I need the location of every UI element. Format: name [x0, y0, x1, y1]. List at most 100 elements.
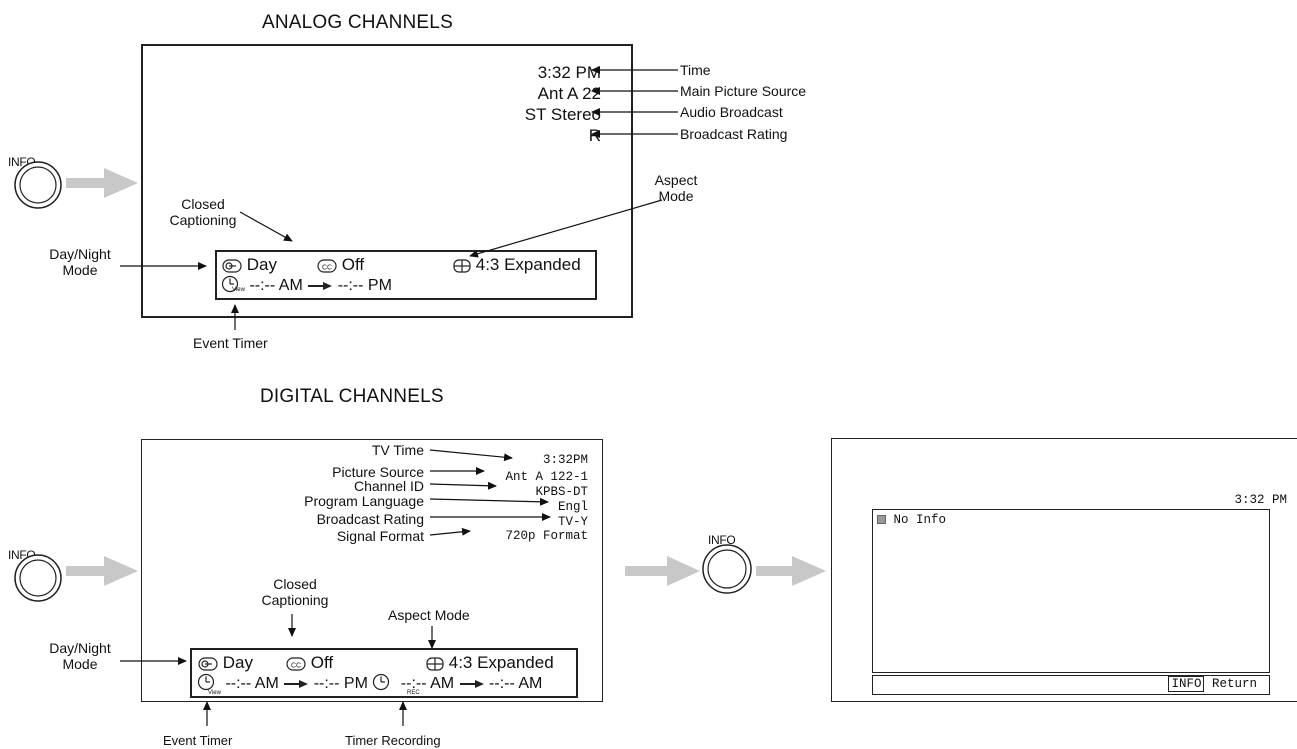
noinfo-footer-content: INFO Return	[1168, 676, 1257, 692]
callout-digital-cc-line1: Closed	[273, 576, 317, 592]
digital-info-button[interactable]	[13, 553, 63, 603]
callout-daynight-line2: Mode	[62, 262, 98, 278]
digital-rec-start: --:-- AM	[400, 675, 455, 693]
callout-cc-line1: Closed	[181, 196, 225, 212]
noinfo-info-label: INFO	[708, 533, 736, 547]
callout-digital-daynight-line2: Mode	[62, 656, 98, 672]
noinfo-message-row: No Info	[877, 513, 946, 527]
analog-screen: 3:32 PM Ant A 22 ST Stereo R Day CC Off …	[141, 44, 633, 318]
view-timer-icon	[197, 673, 215, 691]
callout-digital-cc: Closed Captioning	[240, 576, 350, 608]
noinfo-info-button[interactable]	[701, 543, 753, 595]
digital-cc-label: Off	[310, 653, 334, 672]
digital-rec-end: --:-- AM	[489, 675, 543, 693]
callout-event-timer: Event Timer	[193, 335, 268, 351]
svg-text:CC: CC	[322, 264, 332, 271]
callout-aspect-line2: Mode	[658, 188, 694, 204]
analog-status-bar: Day CC Off 4:3 Expanded View --:-- AM --…	[215, 250, 597, 300]
noinfo-footer-key[interactable]: INFO	[1168, 676, 1205, 692]
svg-text:CC: CC	[291, 662, 301, 669]
view-timer-icon	[221, 275, 239, 293]
callout-timer-recording: Timer Recording	[345, 733, 441, 748]
callout-daynight-line1: Day/Night	[49, 246, 111, 262]
callout-digital-cc-line2: Captioning	[261, 592, 329, 608]
analog-cc-item: CC Off	[317, 255, 364, 275]
digital-screen: 3:32PM Ant A 122-1 KPBS-DT Engl TV-Y 720…	[141, 439, 603, 702]
flow-arrow-to-info	[625, 556, 700, 586]
digital-timer-row: --:-- AM --:-- PM --:-- AM --:-- AM	[197, 673, 542, 695]
callout-time: Time	[680, 62, 711, 78]
analog-audio: ST Stereo	[524, 105, 601, 124]
digital-aspect-item: 4:3 Expanded	[426, 653, 554, 673]
noinfo-time: 3:32 PM	[1234, 493, 1287, 507]
digital-cc-item: CC Off	[286, 653, 333, 673]
callout-aspect-mode-digital: Aspect Mode	[388, 607, 470, 623]
analog-cc-label: Off	[341, 255, 365, 274]
arrow-signal-format	[429, 527, 471, 536]
arrow-right-icon	[459, 680, 484, 688]
no-info-screen: 3:32 PM No Info INFO Return	[831, 438, 1297, 702]
callout-audio: Audio Broadcast	[680, 104, 783, 120]
aspect-icon	[426, 656, 444, 671]
digital-view-sub-label: View	[208, 690, 221, 696]
cc-icon: CC	[286, 656, 306, 671]
digital-language: Engl	[557, 500, 588, 514]
analog-info-button[interactable]	[13, 160, 63, 210]
digital-day-label: Day	[222, 653, 253, 672]
analog-timer-end: --:-- PM	[337, 277, 392, 295]
analog-source: Ant A 22	[537, 84, 601, 103]
noinfo-footer: INFO Return	[872, 675, 1270, 695]
digital-day-item: Day	[198, 653, 253, 673]
digital-aspect-label: 4:3 Expanded	[448, 653, 554, 672]
digital-channel-id: KPBS-DT	[535, 485, 588, 499]
cc-icon: CC	[317, 258, 337, 273]
callout-aspect-line1: Aspect	[654, 172, 698, 188]
arrow-program-language	[429, 497, 549, 506]
arrow-tv-time	[429, 449, 513, 462]
analog-day-item: Day	[222, 255, 277, 275]
callout-closed-captioning: Closed Captioning	[158, 196, 248, 228]
callout-digital-event-timer: Event Timer	[163, 733, 233, 748]
arrow-right-icon	[308, 282, 333, 290]
analog-day-label: Day	[246, 255, 277, 274]
analog-timer-start: --:-- AM	[249, 277, 303, 295]
digital-source: Ant A 122-1	[505, 470, 588, 484]
flow-arrow-digital	[66, 556, 138, 586]
noinfo-message: No Info	[893, 513, 947, 527]
arrow-channel-id	[429, 481, 497, 490]
analog-timer-row: View --:-- AM --:-- PM	[221, 275, 392, 297]
callout-signal-format: Signal Format	[336, 528, 424, 544]
info-button-icon	[702, 544, 752, 594]
aspect-icon	[453, 258, 471, 273]
day-night-icon	[198, 656, 218, 671]
callout-cc-line2: Captioning	[169, 212, 237, 228]
arrow-right-icon	[284, 680, 309, 688]
flow-arrow-to-noinfo	[756, 556, 826, 586]
bullet-square-icon	[877, 515, 886, 525]
day-night-icon	[222, 258, 242, 273]
callout-digital-daynight-line1: Day/Night	[49, 640, 111, 656]
arrow-aspect	[469, 199, 663, 258]
digital-timer-end: --:-- PM	[313, 675, 368, 693]
digital-time: 3:32PM	[542, 453, 588, 467]
analog-time: 3:32 PM	[537, 63, 601, 82]
digital-title: DIGITAL CHANNELS	[260, 386, 444, 407]
info-button-icon	[14, 161, 62, 209]
noinfo-footer-action: Return	[1211, 677, 1257, 691]
callout-channel-id: Channel ID	[353, 478, 424, 494]
callout-digital-day-night: Day/Night Mode	[35, 640, 125, 672]
callout-day-night: Day/Night Mode	[35, 246, 125, 278]
flow-arrow-analog	[66, 168, 138, 198]
callout-rating: Broadcast Rating	[680, 126, 788, 142]
digital-format: 720p Format	[505, 529, 588, 543]
callout-tv-time: TV Time	[371, 442, 424, 458]
noinfo-panel: No Info	[872, 509, 1270, 673]
digital-rating: TV-Y	[557, 515, 588, 529]
analog-aspect-item: 4:3 Expanded	[453, 255, 581, 275]
callout-main-source: Main Picture Source	[680, 83, 807, 99]
analog-aspect-label: 4:3 Expanded	[475, 255, 581, 274]
callout-aspect-mode: Aspect Mode	[636, 172, 716, 204]
view-sub-label: View	[232, 287, 245, 293]
digital-timer-start: --:-- AM	[225, 675, 279, 693]
